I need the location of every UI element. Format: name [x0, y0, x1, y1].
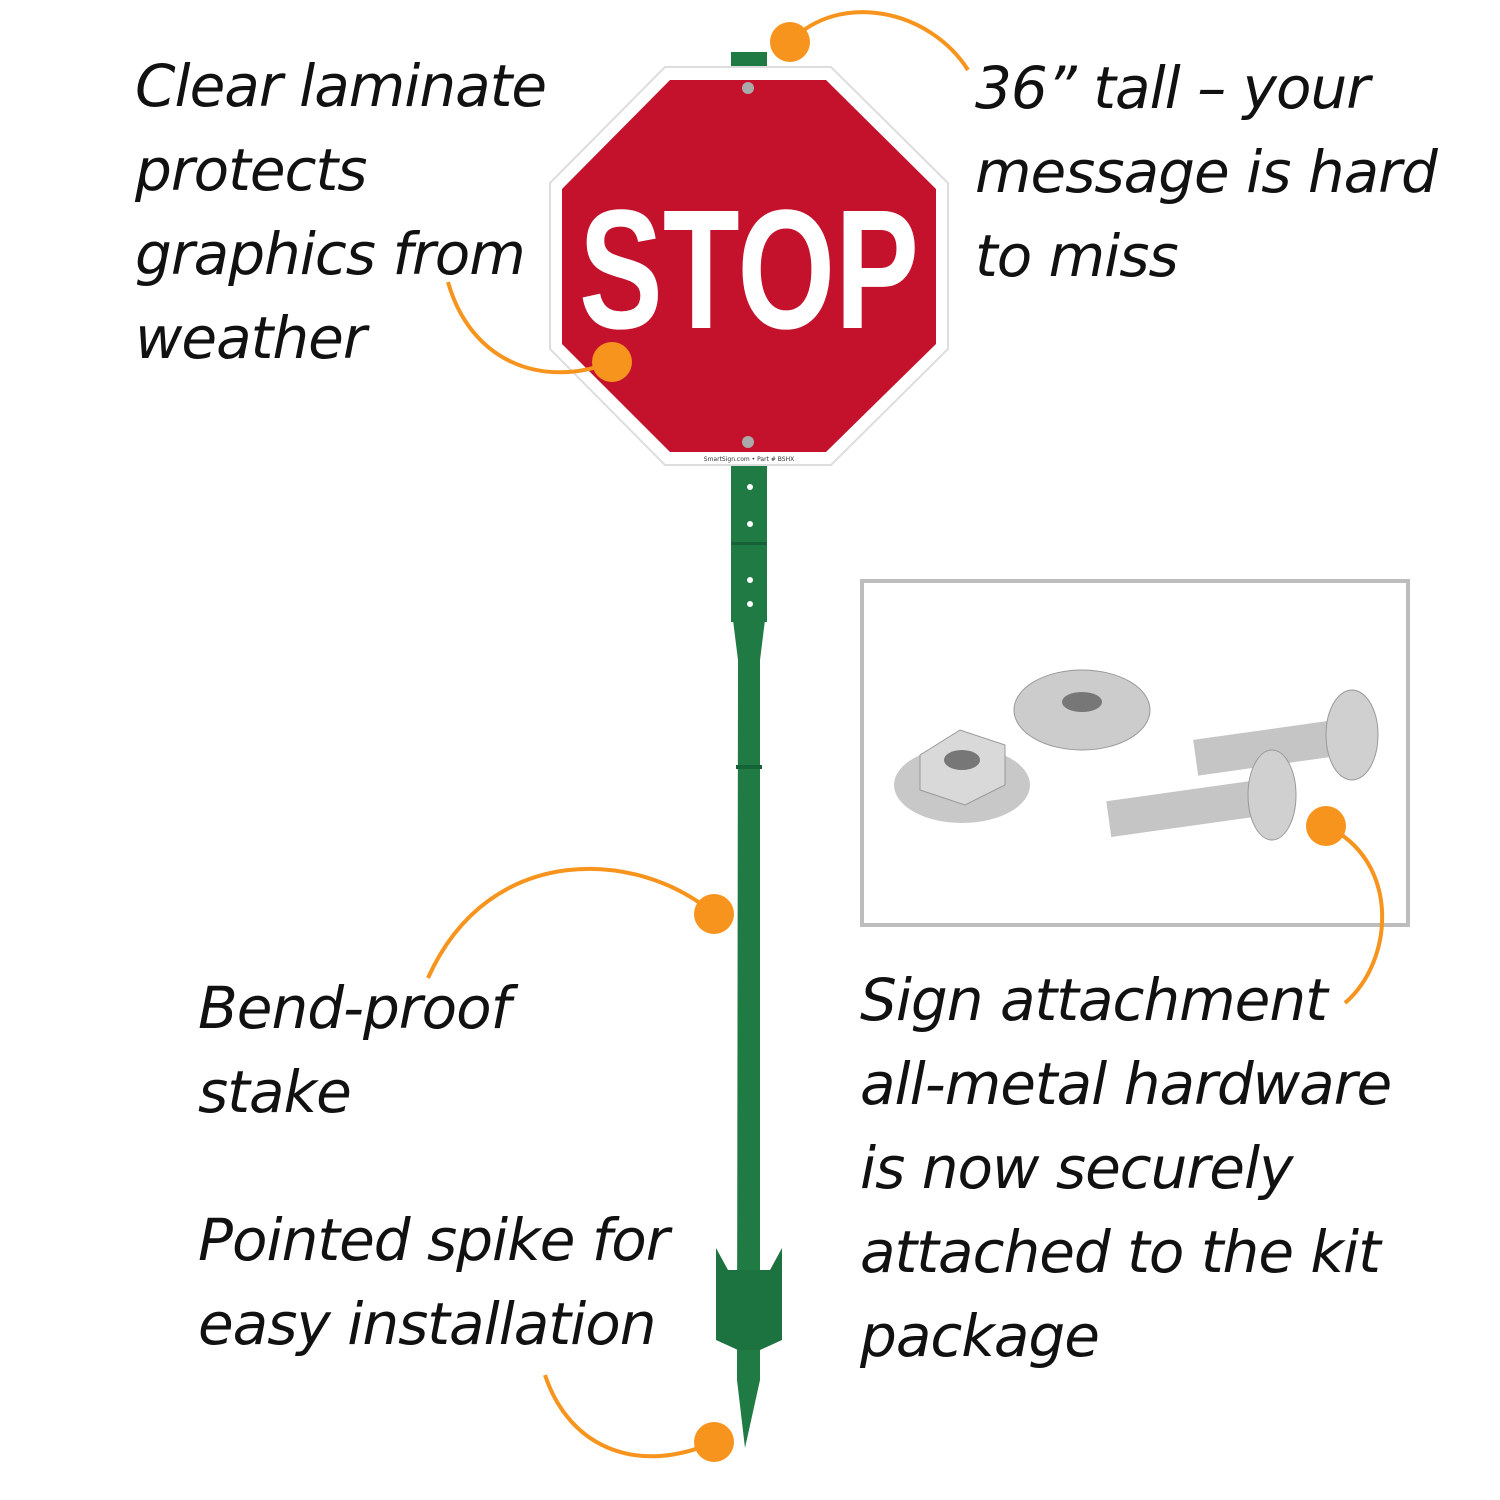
caption-line: Pointed spike for — [198, 1206, 670, 1274]
caption-line: package — [860, 1302, 1100, 1370]
caption-line: protects — [135, 136, 367, 204]
caption-line: all-metal hardware — [860, 1050, 1392, 1118]
caption-line: stake — [198, 1058, 352, 1126]
caption-line: graphics from — [135, 220, 526, 288]
caption-line: attached to the kit — [860, 1218, 1381, 1286]
hardware-photo — [860, 579, 1410, 927]
caption-line: weather — [135, 304, 367, 372]
caption-line: message is hard — [975, 138, 1438, 206]
callout-stake: Bend-proof stake — [198, 966, 511, 1134]
caption-line: Bend-proof — [198, 974, 511, 1042]
callout-hardware: Sign attachment all-metal hardware is no… — [860, 958, 1392, 1378]
callout-spike: Pointed spike for easy installation — [198, 1198, 670, 1366]
sign-text: STOP — [579, 175, 919, 365]
caption-line: is now securely — [860, 1134, 1293, 1202]
green-stake — [716, 52, 782, 1448]
callout-lines — [426, 10, 1384, 1459]
caption-line: to miss — [975, 222, 1179, 290]
callout-laminate: Clear laminate protects graphics from we… — [135, 44, 547, 380]
caption-line: Clear laminate — [135, 52, 547, 120]
caption-line: easy installation — [198, 1290, 656, 1358]
stop-sign: STOP SmartSign.com • Part # BSHX — [549, 66, 949, 466]
callout-dots — [592, 22, 1346, 1462]
caption-line: Sign attachment — [860, 966, 1328, 1034]
sign-footer: SmartSign.com • Part # BSHX — [704, 456, 794, 463]
caption-line: 36” tall – your — [975, 54, 1370, 122]
callout-height: 36” tall – your message is hard to miss — [975, 46, 1438, 298]
